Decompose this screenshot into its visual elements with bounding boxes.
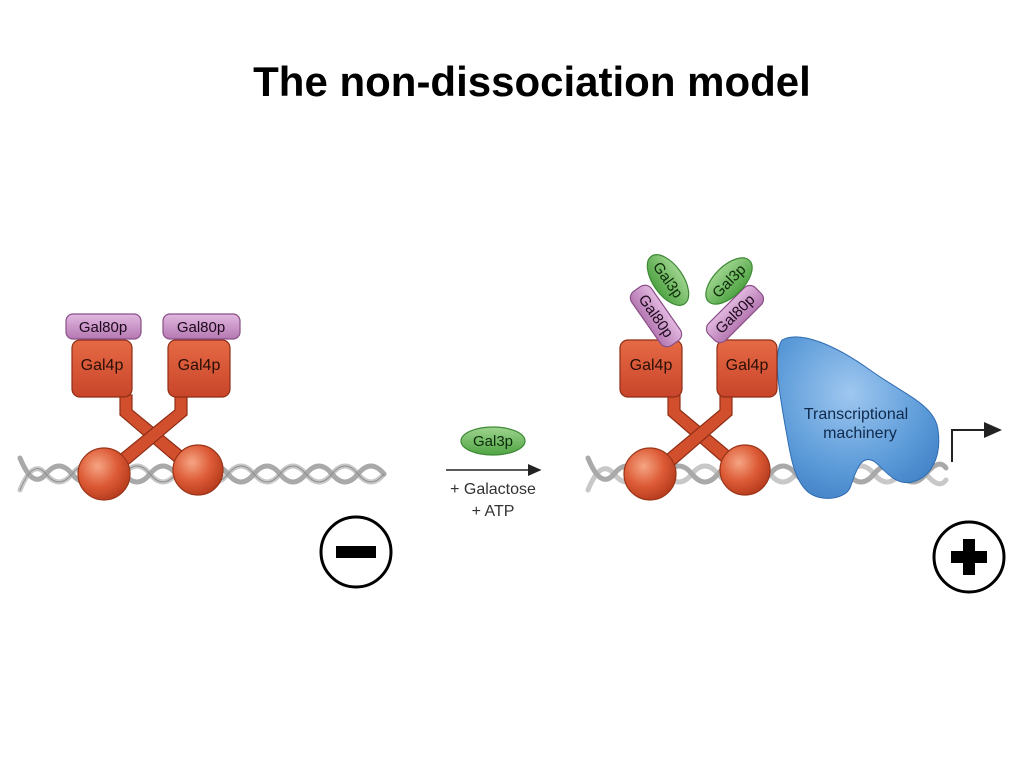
gal80p-label: Gal80p <box>177 319 225 336</box>
minus-icon <box>319 515 393 589</box>
transcription-start-arrow <box>951 422 1002 462</box>
transcriptional-machinery <box>776 336 940 499</box>
gal4p-label: Gal4p <box>81 357 124 374</box>
plus-icon <box>932 520 1006 594</box>
gal4p-label: Gal4p <box>178 357 221 374</box>
gal3p-oval <box>460 426 526 456</box>
gal80p-label: Gal80p <box>79 319 127 336</box>
gal4p-dna-binding-domain <box>172 444 224 496</box>
gal4p-label: Gal4p <box>630 357 673 374</box>
transition: Gal3p + Galactose + ATP <box>446 426 542 520</box>
transcriptional-machinery-label: Transcriptional <box>804 406 908 423</box>
atp-label: + ATP <box>472 503 515 520</box>
gal4p-box <box>167 339 231 398</box>
gal4p-dna-binding-domain <box>77 447 131 501</box>
gal3p-label: Gal3p <box>473 433 513 450</box>
gal80p-box <box>65 313 142 340</box>
gal80p-box <box>629 284 683 348</box>
gal4p-dna-binding-domain <box>623 447 677 501</box>
gal4p-box <box>619 339 683 398</box>
page-title: The non-dissociation model <box>253 58 811 105</box>
gal4p-box <box>71 339 133 398</box>
gal4p-label: Gal4p <box>726 357 769 374</box>
gal4p-box <box>716 339 778 398</box>
left-panel: Gal4p Gal4p Gal80p Gal80p <box>17 313 393 589</box>
transcriptional-machinery-label: machinery <box>823 425 897 442</box>
gal80p-box <box>705 284 765 344</box>
gal80p-box <box>162 313 241 340</box>
gal80p-gal3p-complex-right: Gal80p <box>705 284 765 344</box>
gal4p-dna-binding-domain <box>719 444 771 496</box>
right-panel: Transcriptional machinery Gal4p Gal4p Ga… <box>585 254 1006 594</box>
galactose-label: + Galactose <box>450 481 536 498</box>
